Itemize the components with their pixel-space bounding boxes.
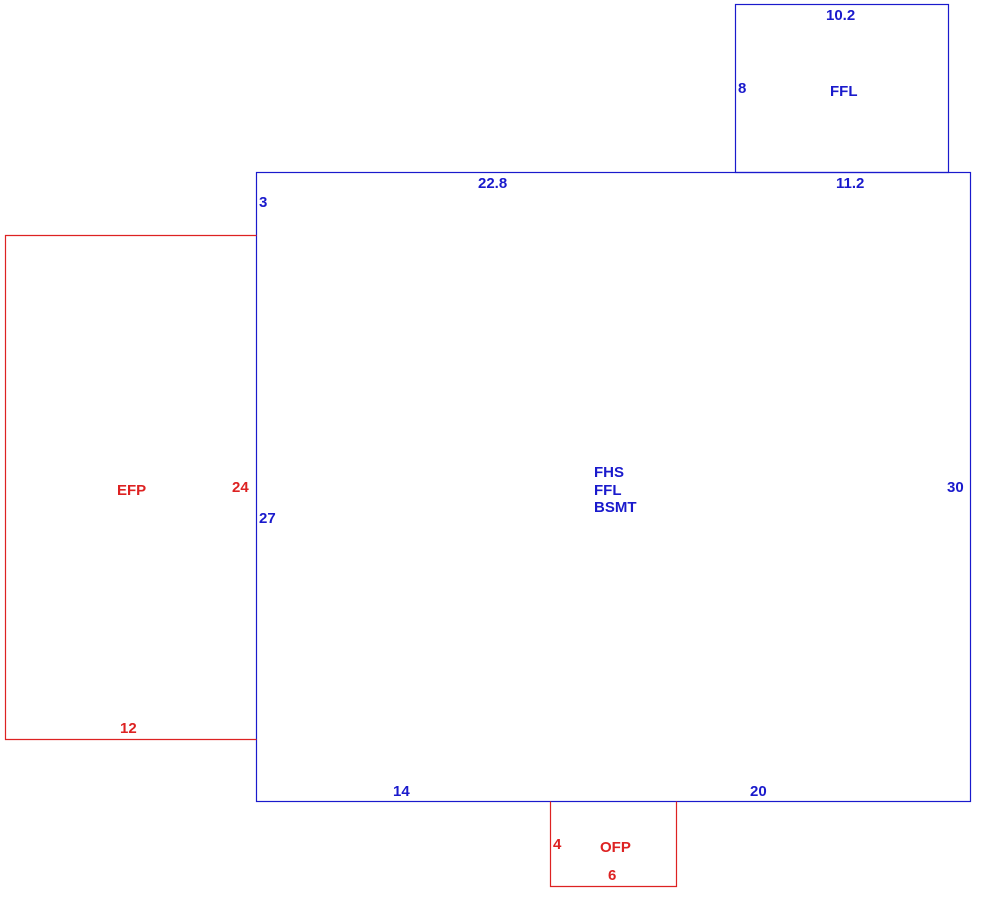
- dim-main-left-lower: 27: [259, 510, 276, 527]
- bottom-porch-label: OFP: [600, 839, 631, 856]
- dim-left-porch-bottom: 12: [120, 720, 137, 737]
- main-area-label-3: BSMT: [594, 499, 637, 516]
- left-porch-outline: [4, 234, 257, 741]
- dim-main-bottom-left: 14: [393, 783, 410, 800]
- dim-upper-top: 10.2: [826, 7, 855, 24]
- dim-main-top-left: 22.8: [478, 175, 507, 192]
- dim-main-left-upper: 3: [259, 194, 267, 211]
- dim-upper-left: 8: [738, 80, 746, 97]
- dim-main-top-right: 11.2: [836, 175, 864, 192]
- dim-main-right: 30: [947, 479, 964, 496]
- main-area-outline: [255, 171, 972, 803]
- dim-bottom-porch-side: 4: [553, 836, 562, 853]
- dim-bottom-porch-bottom: 6: [608, 867, 616, 884]
- bottom-porch-outline: [549, 801, 678, 888]
- main-area-label-1: FHS: [594, 464, 624, 481]
- left-porch-label: EFP: [117, 482, 146, 499]
- dim-left-porch-side: 24: [232, 479, 249, 496]
- main-area-label-2: FFL: [594, 482, 622, 499]
- dim-main-bottom-right: 20: [750, 783, 767, 800]
- upper-addition-outline: [734, 3, 950, 174]
- upper-addition-label: FFL: [830, 83, 858, 100]
